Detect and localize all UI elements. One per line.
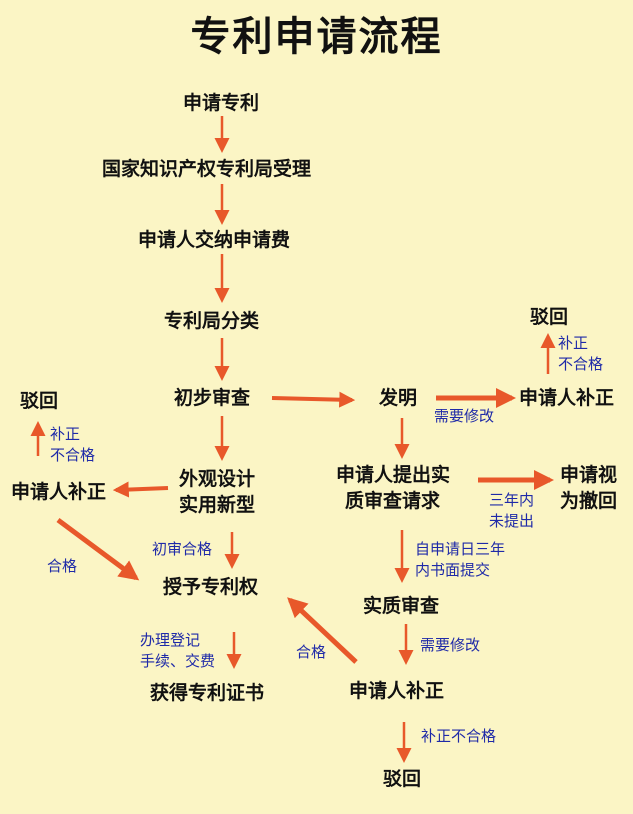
arrow-design-fixleft [112, 481, 169, 498]
node-fee: 申请人交纳申请费 [138, 229, 291, 251]
arrow-fixbottom-grant [287, 597, 358, 664]
node-withdraw-line2: 为撤回 [560, 490, 618, 512]
node-certificate: 获得专利证书 [150, 682, 265, 704]
note-pass-left: 合格 [47, 557, 78, 575]
note-fix-fail-right-1: 补正 [558, 334, 589, 352]
note-register-1: 办理登记 [140, 631, 201, 649]
node-accept: 国家知识产权专利局受理 [102, 158, 312, 180]
note-need-modify-1: 需要修改 [434, 407, 495, 425]
note-three-years-2: 未提出 [489, 512, 535, 530]
node-classify: 专利局分类 [164, 310, 260, 332]
node-grant: 授予专利权 [163, 576, 259, 598]
arrow-fixleft-grant [56, 517, 140, 581]
node-reject-right-top: 驳回 [530, 306, 569, 328]
note-within-2: 内书面提交 [415, 561, 491, 579]
node-fix-bottom: 申请人补正 [349, 680, 445, 702]
node-fix-right-top: 申请人补正 [519, 387, 615, 409]
note-fix-fail-right-2: 不合格 [558, 355, 604, 373]
note-within-1: 自申请日三年 [415, 540, 506, 558]
node-reject-bottom: 驳回 [383, 768, 422, 790]
node-design-line1: 外观设计 [179, 468, 256, 490]
node-prelim: 初步审查 [174, 387, 251, 409]
note-fix-fail-left-1: 补正 [50, 425, 81, 443]
node-fix-left: 申请人补正 [11, 481, 107, 503]
note-three-years-1: 三年内 [489, 491, 535, 509]
node-request-line2: 质审查请求 [345, 490, 441, 512]
page-title: 专利申请流程 [190, 14, 443, 60]
note-prelim-pass: 初审合格 [152, 540, 213, 558]
node-design-line2: 实用新型 [179, 494, 256, 516]
note-need-modify-2: 需要修改 [420, 636, 481, 654]
arrow-prelim-invention [271, 391, 356, 408]
note-fix-fail-bottom: 补正不合格 [421, 727, 497, 745]
node-withdraw-line1: 申请视 [560, 464, 618, 486]
node-request-line1: 申请人提出实 [336, 464, 451, 486]
node-invention: 发明 [379, 387, 418, 409]
node-apply: 申请专利 [183, 92, 260, 114]
note-fix-fail-left-2: 不合格 [50, 446, 96, 464]
note-pass-bottom: 合格 [296, 643, 327, 661]
node-reject-left: 驳回 [20, 390, 59, 412]
node-substantive: 实质审查 [363, 595, 440, 617]
note-register-2: 手续、交费 [140, 652, 216, 670]
